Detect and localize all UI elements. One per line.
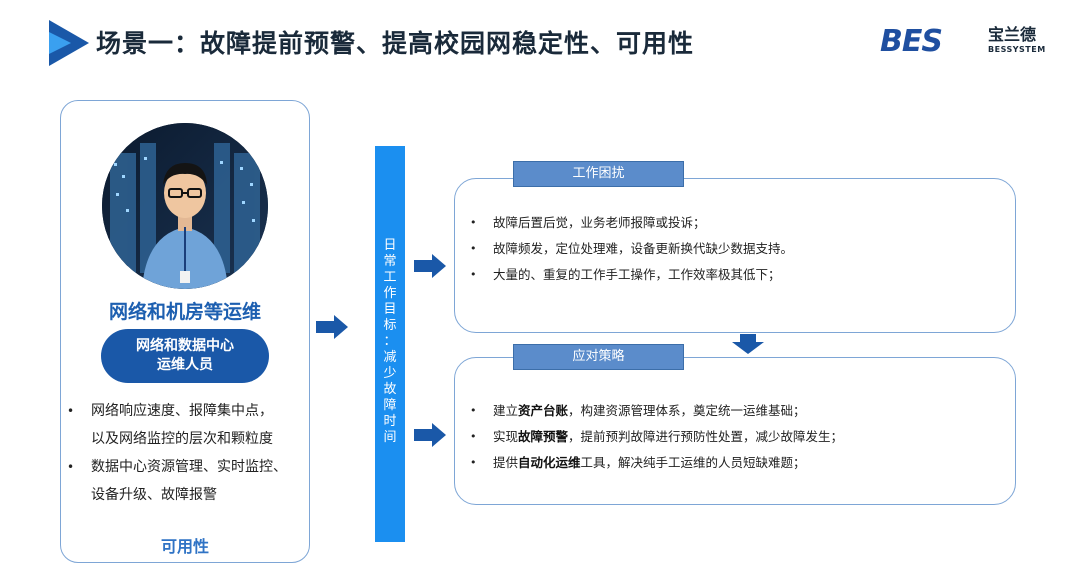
bullet: • <box>470 268 477 281</box>
list-item-highlight: 故障预警 <box>518 429 569 444</box>
persona-concerns-list: • 网络响应速度、报障集中点， 以及网络监控的层次和颗粒度 • 数据中心资源管理… <box>65 397 309 509</box>
bullet: • <box>470 404 477 417</box>
goal-char: 日 <box>383 238 397 253</box>
arrow-down-icon <box>732 334 764 354</box>
goal-char: 作 <box>383 286 397 301</box>
goal-char: 目 <box>383 302 397 317</box>
goal-bar: 日常工作目标：减少故障时间 <box>375 146 405 542</box>
goal-char: 工 <box>383 270 397 285</box>
list-item: • 故障后置后觉，业务老师报障或投诉； <box>470 210 793 236</box>
list-item-highlight: 资产台账 <box>518 403 569 418</box>
bullet: • <box>470 456 477 469</box>
bullet: • <box>470 242 477 255</box>
bullet: • <box>470 430 477 443</box>
page-title: 场景一：故障提前预警、提高校园网稳定性、可用性 <box>96 29 695 58</box>
logo-mark: BES <box>880 24 943 59</box>
availability-label: 可用性 <box>160 537 209 556</box>
goal-char: 故 <box>383 382 397 397</box>
role-badge: 网络和数据中心 运维人员 <box>101 329 269 383</box>
goal-char: 时 <box>383 414 397 429</box>
goal-char: 少 <box>383 366 397 381</box>
goal-char: 障 <box>383 398 397 413</box>
list-item-line-1: 数据中心资源管理、实时监控、 <box>91 459 287 475</box>
pain-points-list: • 故障后置后觉，业务老师报障或投诉； • 故障频发，定位处理难，设备更新换代缺少数… <box>470 210 793 288</box>
logo-english-name: BESSYSTEM <box>988 45 1046 54</box>
list-item-suffix: ，构建资源管理体系，奠定统一运维基础； <box>568 403 806 418</box>
logo-chinese-name: 宝兰德 <box>988 25 1037 44</box>
arrow-right-icon <box>414 423 446 447</box>
bullet: • <box>470 216 477 229</box>
list-item-suffix: 工具，解决纯手工运维的人员短缺难题； <box>580 455 806 470</box>
role-badge-line-1: 网络和数据中心 <box>136 338 234 354</box>
list-item-text: 故障频发，定位处理难，设备更新换代缺少数据支持。 <box>493 241 794 256</box>
list-item-text: 故障后置后觉，业务老师报障或投诉； <box>493 215 706 230</box>
arrow-right-icon <box>316 315 348 339</box>
list-item-line-1: 网络响应速度、报障集中点， <box>91 403 273 419</box>
goal-char: 标 <box>383 318 397 333</box>
goal-text: 日常工作目标：减少故障时间 <box>375 238 405 446</box>
list-item: • 网络响应速度、报障集中点， 以及网络监控的层次和颗粒度 <box>65 397 309 453</box>
role-badge-line-2: 运维人员 <box>157 357 213 373</box>
role-title: 网络和机房等运维 <box>108 301 261 323</box>
pain-points-panel <box>454 178 1016 333</box>
list-item-prefix: 实现 <box>493 429 519 444</box>
strategy-panel <box>454 357 1016 505</box>
list-item-prefix: 提供 <box>493 455 519 470</box>
tab-pain-points: 工作困扰 <box>513 161 684 187</box>
list-item-highlight: 自动化运维 <box>518 455 581 470</box>
list-item: • 提供自动化运维工具，解决纯手工运维的人员短缺难题； <box>470 450 843 476</box>
strategy-list: • 建立资产台账，构建资源管理体系，奠定统一运维基础； • 实现故障预警，提前预判故… <box>470 398 843 476</box>
it-engineer-photo <box>102 123 268 289</box>
goal-char: 间 <box>383 430 397 445</box>
list-item: • 建立资产台账，构建资源管理体系，奠定统一运维基础； <box>470 398 843 424</box>
arrow-right-icon <box>414 254 446 278</box>
avatar <box>102 123 268 289</box>
list-item-text: 大量的、重复的工作手工操作，工作效率极其低下； <box>493 267 781 282</box>
title-play-icon <box>49 20 89 66</box>
tab-strategy: 应对策略 <box>513 344 684 370</box>
goal-char: ： <box>383 334 397 349</box>
list-item-suffix: ，提前预判故障进行预防性处置，减少故障发生； <box>568 429 844 444</box>
list-item: • 实现故障预警，提前预判故障进行预防性处置，减少故障发生； <box>470 424 843 450</box>
bullet: • <box>67 404 75 418</box>
company-logo: BES 宝兰德 BESSYSTEM <box>880 26 1050 60</box>
list-item: • 数据中心资源管理、实时监控、 设备升级、故障报警 <box>65 453 309 509</box>
persona-card: 网络和机房等运维 网络和数据中心 运维人员 • 网络响应速度、报障集中点， 以及… <box>60 100 310 563</box>
list-item: • 大量的、重复的工作手工操作，工作效率极其低下； <box>470 262 793 288</box>
list-item-line-2: 以及网络监控的层次和颗粒度 <box>91 431 273 447</box>
goal-char: 减 <box>383 350 397 365</box>
goal-char: 常 <box>383 254 397 269</box>
list-item-line-2: 设备升级、故障报警 <box>91 487 217 503</box>
list-item: • 故障频发，定位处理难，设备更新换代缺少数据支持。 <box>470 236 793 262</box>
list-item-prefix: 建立 <box>493 403 519 418</box>
bullet: • <box>67 460 75 474</box>
